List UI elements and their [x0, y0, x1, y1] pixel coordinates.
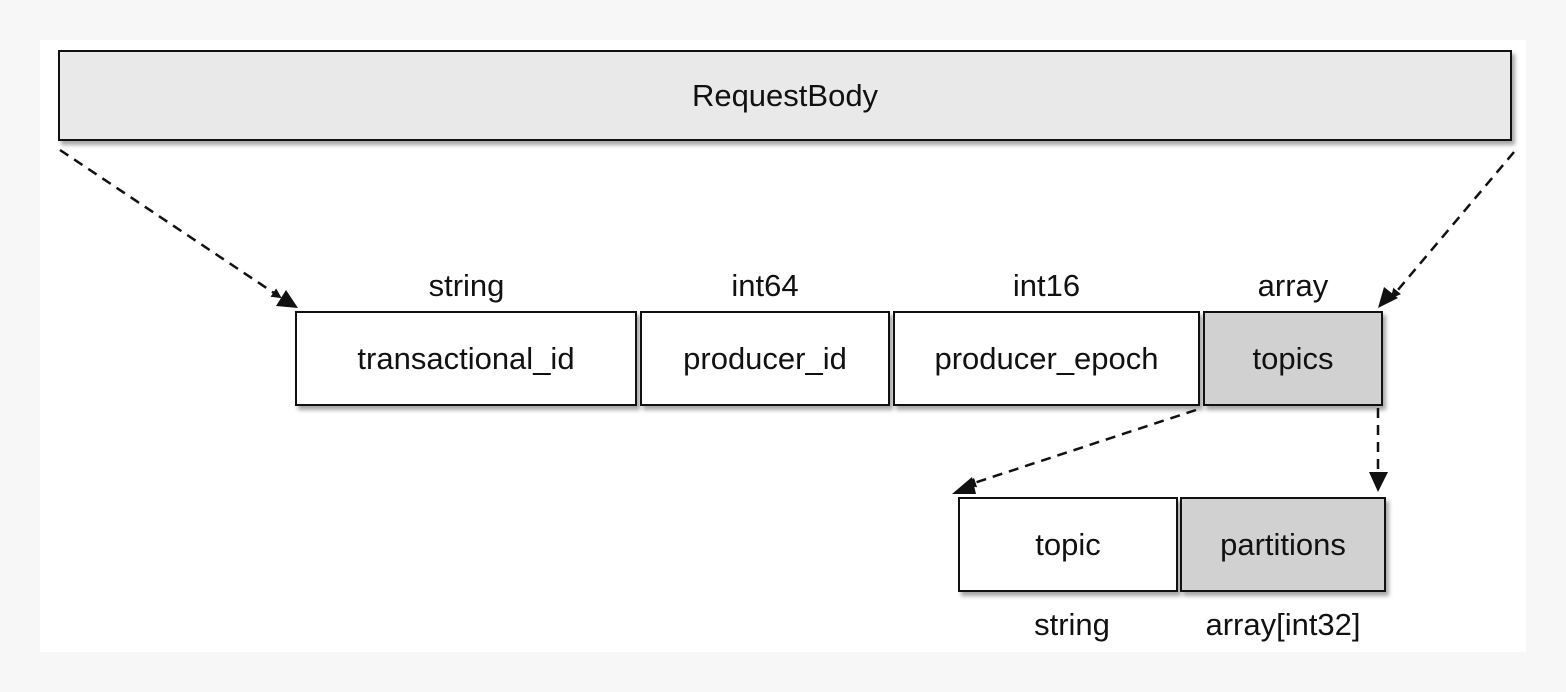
field-name-producer-id: producer_id — [683, 340, 847, 376]
field-type-transactional-id: string — [428, 268, 505, 303]
request-body-label: RequestBody — [691, 77, 879, 113]
request-body-box: RequestBody — [58, 50, 1512, 141]
field-name-partitions: partitions — [1220, 526, 1346, 562]
field-box-producer-epoch: producer_epoch — [893, 311, 1200, 406]
field-name-topics: topics — [1252, 340, 1334, 376]
field-box-transactional-id: transactional_id — [295, 311, 637, 406]
field-box-topics: topics — [1203, 311, 1383, 406]
field-name-topic: topic — [1035, 526, 1101, 562]
field-type-topic: string — [1034, 607, 1110, 642]
field-box-topic: topic — [958, 497, 1178, 592]
field-type-topics: array — [1257, 268, 1329, 303]
field-box-producer-id: producer_id — [640, 311, 890, 406]
field-box-partitions: partitions — [1180, 497, 1386, 592]
field-name-producer-epoch: producer_epoch — [934, 340, 1159, 376]
field-name-transactional-id: transactional_id — [357, 340, 575, 376]
field-type-producer-id: int64 — [731, 268, 799, 303]
field-type-partitions: array[int32] — [1205, 607, 1361, 642]
field-type-producer-epoch: int16 — [1012, 268, 1081, 303]
